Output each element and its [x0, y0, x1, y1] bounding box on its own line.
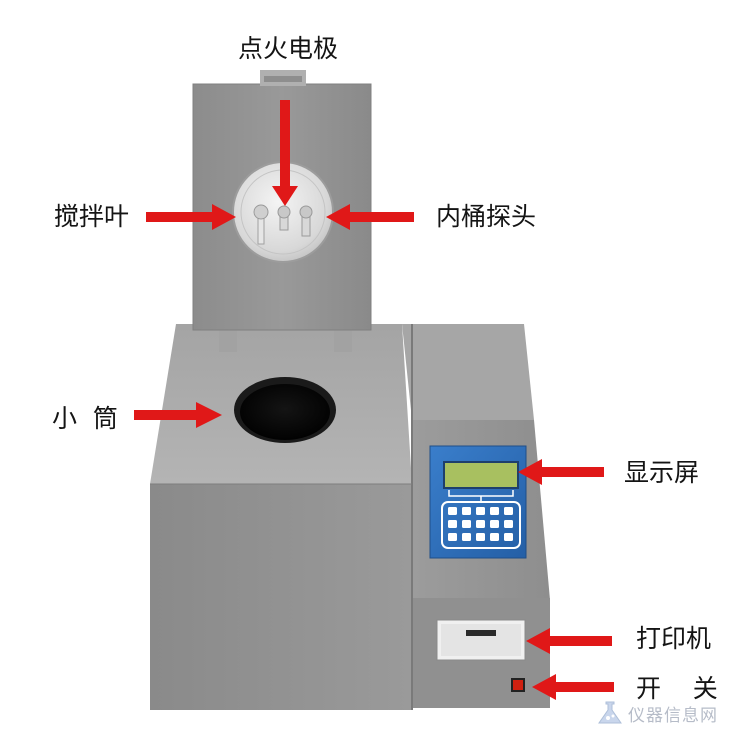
arrow-switch [532, 674, 614, 700]
label-printer: 打印机 [636, 624, 712, 653]
label-inner-bucket-probe: 内桶探头 [436, 202, 537, 231]
keypad-key [448, 507, 457, 515]
keypad-key [462, 507, 471, 515]
arrow-display-screen [518, 459, 604, 485]
watermark-text: 仪器信息网 [628, 705, 718, 726]
label-ignition-electrode: 点火电极 [238, 34, 339, 63]
keypad-keys [448, 507, 513, 541]
label-stirring-blade: 搅拌叶 [54, 202, 130, 231]
control-section-top [402, 324, 534, 420]
keypad-key [476, 507, 485, 515]
keypad-key [448, 520, 457, 528]
arrow-ignition-electrode [272, 100, 298, 206]
keypad-key [448, 533, 457, 541]
keypad-key [490, 507, 499, 515]
label-display-screen: 显示屏 [624, 458, 700, 487]
keypad-key [476, 533, 485, 541]
arrow-inner-bucket-probe [326, 204, 414, 230]
keypad-key [504, 533, 513, 541]
arrow-small-cylinder [134, 402, 222, 428]
keypad-key [462, 520, 471, 528]
keypad-key [490, 520, 499, 528]
keypad-key [504, 507, 513, 515]
keypad-key [462, 533, 471, 541]
label-small-cylinder: 小 筒 [52, 404, 118, 433]
arrow-stirring-blade [146, 204, 236, 230]
keypad [441, 501, 521, 549]
keypad-key [476, 520, 485, 528]
main-body-front [150, 484, 412, 710]
power-switch [511, 678, 525, 692]
flask-logo-icon [598, 701, 622, 724]
lcd-screen [443, 461, 519, 489]
arrow-printer [526, 628, 612, 654]
keypad-key [504, 520, 513, 528]
keypad-key [490, 533, 499, 541]
label-switch: 开 关 [636, 674, 718, 703]
watermark: 仪器信息网 [596, 700, 718, 726]
